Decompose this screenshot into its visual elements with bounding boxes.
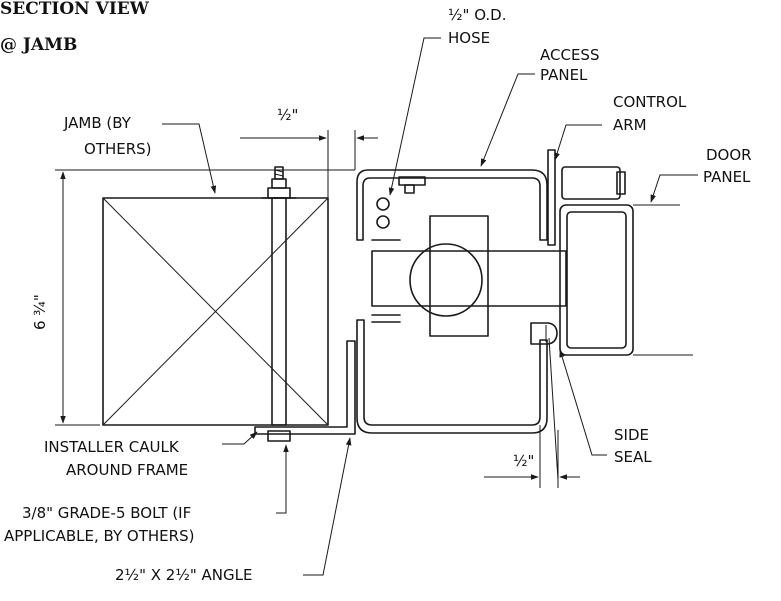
door-panel-label-2: PANEL — [703, 168, 751, 186]
access-panel-label-2: PANEL — [540, 66, 588, 84]
side-seal-label-1: SIDE — [614, 426, 649, 444]
top-half-inch-dimension — [240, 130, 378, 198]
housing — [356, 169, 567, 434]
caulk-label-2: AROUND FRAME — [66, 461, 188, 479]
bottom-half-inch-dimension — [484, 425, 580, 488]
bolt-label-2: APPLICABLE, BY OTHERS) — [4, 527, 194, 545]
leader-lines — [162, 37, 698, 576]
angle-label: 2½" X 2½" ANGLE — [115, 566, 252, 584]
angle — [254, 340, 356, 435]
bottom-dimension-label: ½" — [513, 452, 534, 470]
side-seal-label-2: SEAL — [614, 448, 652, 466]
door-panel — [559, 204, 693, 356]
hose-label-2: HOSE — [448, 29, 490, 47]
control-arm-label-2: ARM — [613, 116, 647, 134]
top-dimension-label: ½" — [277, 106, 298, 124]
bolt-label-1: 3/8" GRADE-5 BOLT (IF — [22, 504, 191, 522]
control-arm-label-1: CONTROL — [613, 93, 687, 111]
title-line-2: @ JAMB — [0, 35, 77, 55]
side-seal — [530, 322, 559, 481]
control-arm — [561, 166, 626, 200]
height-dimension — [55, 169, 355, 426]
caulk-label-1: INSTALLER CAULK — [44, 438, 180, 456]
jamb-label-2: OTHERS) — [84, 140, 152, 158]
bolt — [261, 166, 297, 442]
hose-label-1: ½" O.D. — [448, 6, 507, 24]
jamb-label-1: JAMB (BY — [63, 114, 132, 132]
jamb-block — [102, 197, 329, 426]
access-panel-label-1: ACCESS — [540, 46, 599, 64]
title-line-1: SECTION VIEW — [0, 0, 150, 19]
door-panel-label-1: DOOR — [706, 146, 752, 164]
height-dimension-label: 6 ¾" — [31, 294, 49, 330]
access-panel-strip — [547, 149, 556, 246]
